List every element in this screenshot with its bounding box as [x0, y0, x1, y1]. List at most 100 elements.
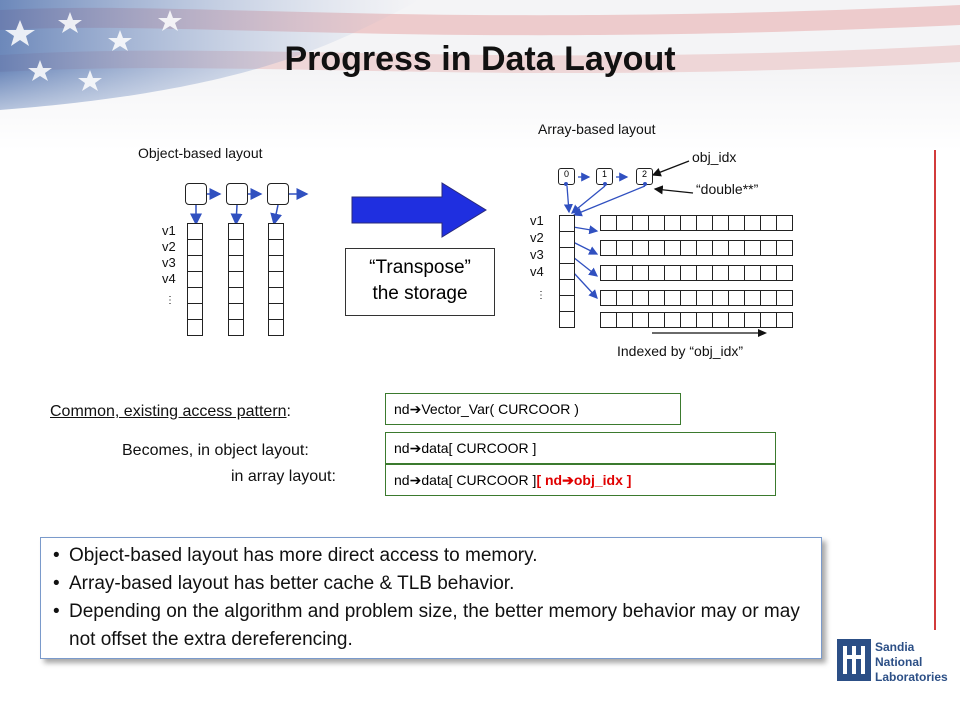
storage-cell — [268, 239, 284, 256]
array-index-node-2: 2 — [636, 168, 653, 185]
storage-cell — [632, 215, 649, 231]
logo-line2: National — [875, 655, 923, 669]
storage-cell — [228, 255, 244, 272]
storage-cell — [600, 265, 617, 281]
storage-cell — [776, 265, 793, 281]
storage-cell — [728, 290, 745, 306]
storage-cell — [664, 215, 681, 231]
storage-cell — [268, 287, 284, 304]
storage-cell — [559, 295, 575, 312]
transform-arrow-icon — [351, 182, 487, 238]
object-row-label-v3: v3 — [162, 255, 176, 270]
code-array-red-open: [ nd — [536, 472, 563, 488]
logo-line1: Sandia — [875, 640, 915, 654]
storage-cell — [559, 279, 575, 296]
storage-cell — [600, 240, 617, 256]
object-node — [185, 183, 207, 205]
storage-cell — [616, 215, 633, 231]
storage-cell — [616, 240, 633, 256]
storage-cell — [712, 215, 729, 231]
object-node-links — [190, 188, 309, 226]
storage-cell — [187, 223, 203, 240]
storage-cell — [616, 312, 633, 328]
storage-cell — [696, 290, 713, 306]
pointer-dot — [643, 182, 647, 186]
arrow-right-icon: ➔ — [409, 472, 422, 488]
storage-cell — [744, 312, 761, 328]
storage-cell — [268, 223, 284, 240]
storage-cell — [632, 240, 649, 256]
common-pattern-label: Common, existing access pattern: — [50, 403, 291, 421]
storage-cell — [648, 240, 665, 256]
storage-cell — [187, 255, 203, 272]
array-pattern-label: in array layout: — [231, 468, 336, 485]
storage-cell — [744, 215, 761, 231]
storage-cell — [696, 215, 713, 231]
storage-cell — [664, 290, 681, 306]
storage-cell — [728, 265, 745, 281]
arrow-right-icon: ➔ — [409, 401, 422, 417]
storage-cell — [712, 290, 729, 306]
storage-cell — [187, 239, 203, 256]
storage-cell — [187, 319, 203, 336]
storage-cell — [559, 311, 575, 328]
storage-cell — [664, 240, 681, 256]
code-common-nd: nd — [394, 401, 410, 417]
storage-cell — [648, 312, 665, 328]
storage-cell — [696, 240, 713, 256]
storage-cell — [712, 240, 729, 256]
object-layout-label: Object-based layout — [138, 145, 263, 161]
arrow-right-icon: ➔ — [409, 440, 422, 456]
storage-cell — [600, 215, 617, 231]
storage-cell — [728, 215, 745, 231]
storage-cell — [268, 319, 284, 336]
storage-cell — [632, 290, 649, 306]
storage-cell — [559, 231, 575, 248]
storage-cell — [664, 265, 681, 281]
storage-cell — [760, 290, 777, 306]
storage-cell — [760, 215, 777, 231]
storage-cell — [187, 303, 203, 320]
storage-cell — [744, 240, 761, 256]
transpose-box: “Transpose” the storage — [345, 248, 495, 316]
storage-cell — [760, 312, 777, 328]
storage-cell — [728, 240, 745, 256]
array-row-label-v1: v1 — [530, 213, 544, 228]
pointer-dot — [603, 182, 607, 186]
code-object-nd: nd — [394, 440, 410, 456]
transpose-line2: the storage — [372, 283, 468, 304]
logo-line3: Laboratories — [875, 670, 948, 684]
storage-cell — [696, 312, 713, 328]
storage-cell — [187, 271, 203, 288]
storage-cell — [680, 240, 697, 256]
storage-cell — [228, 287, 244, 304]
storage-cell — [680, 312, 697, 328]
storage-cell — [744, 265, 761, 281]
sandia-logo-text: Sandia National Laboratories — [875, 640, 948, 685]
storage-cell — [776, 215, 793, 231]
double-pointer-label: “double**” — [696, 181, 759, 197]
storage-cell — [776, 290, 793, 306]
code-array-call: data[ CURCOOR ] — [421, 472, 537, 488]
array-row-label-v2: v2 — [530, 230, 544, 245]
object-row-label-v4: v4 — [162, 271, 176, 286]
code-object-call: data[ CURCOOR ] — [421, 440, 537, 456]
object-pattern-label: Becomes, in object layout: — [122, 442, 309, 459]
storage-cell — [664, 312, 681, 328]
storage-cell — [632, 312, 649, 328]
array-pointer-links — [563, 160, 694, 299]
storage-cell — [559, 247, 575, 264]
storage-cell — [228, 271, 244, 288]
bullet-item: Depending on the algorithm and problem s… — [53, 598, 813, 654]
storage-cell — [268, 271, 284, 288]
storage-cell — [228, 319, 244, 336]
bullet-item: Array-based layout has better cache & TL… — [53, 570, 813, 598]
storage-cell — [268, 303, 284, 320]
summary-bullets: Object-based layout has more direct acce… — [40, 537, 822, 659]
common-pattern-colon: : — [286, 403, 291, 420]
storage-cell — [600, 290, 617, 306]
common-pattern-text: Common, existing access pattern — [50, 403, 287, 420]
object-node — [267, 183, 289, 205]
storage-cell — [728, 312, 745, 328]
